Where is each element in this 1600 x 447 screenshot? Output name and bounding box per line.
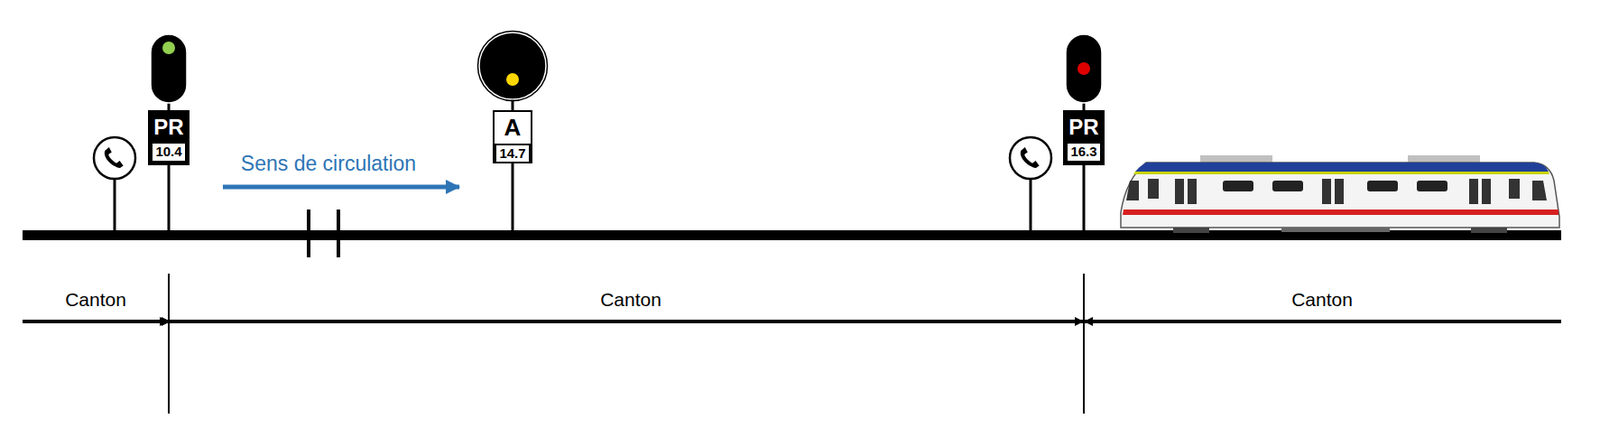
- telephone-sign: [93, 137, 136, 179]
- kilometer-post: 10.4: [151, 142, 185, 162]
- insulated-joint: [306, 209, 311, 258]
- signal-disc: [479, 32, 546, 100]
- post: [1029, 171, 1033, 232]
- signal-type: A: [497, 111, 529, 144]
- signal-type: PR: [1066, 113, 1101, 143]
- green-light: [162, 41, 176, 55]
- block-label: Canton: [597, 288, 665, 310]
- signal-plate: PR10.4: [147, 110, 189, 166]
- block-label: Canton: [1288, 288, 1356, 310]
- direction-label: Sens de circulation: [240, 152, 417, 176]
- signal-plate: A14.7: [492, 110, 533, 164]
- boundary-line: [167, 273, 170, 414]
- signal-plate: PR16.3: [1063, 110, 1104, 166]
- canton-arrow: [1084, 319, 1562, 324]
- canton-arrow: [22, 319, 168, 324]
- signal-type: PR: [151, 113, 185, 143]
- signal-head: [150, 34, 187, 103]
- insulated-joint: [336, 209, 341, 258]
- red-light: [1077, 62, 1091, 75]
- yellow-light: [506, 73, 519, 86]
- direction-arrow: [222, 184, 460, 190]
- kilometer-post: 16.3: [1066, 142, 1101, 162]
- canton-arrow: [169, 319, 1083, 324]
- signal-head: [1065, 34, 1102, 103]
- block-label: Canton: [62, 288, 130, 310]
- kilometer-post: 14.7: [494, 143, 530, 165]
- post: [113, 171, 117, 232]
- train: [1120, 155, 1560, 233]
- boundary-line: [1082, 273, 1085, 414]
- telephone-sign: [1009, 137, 1052, 179]
